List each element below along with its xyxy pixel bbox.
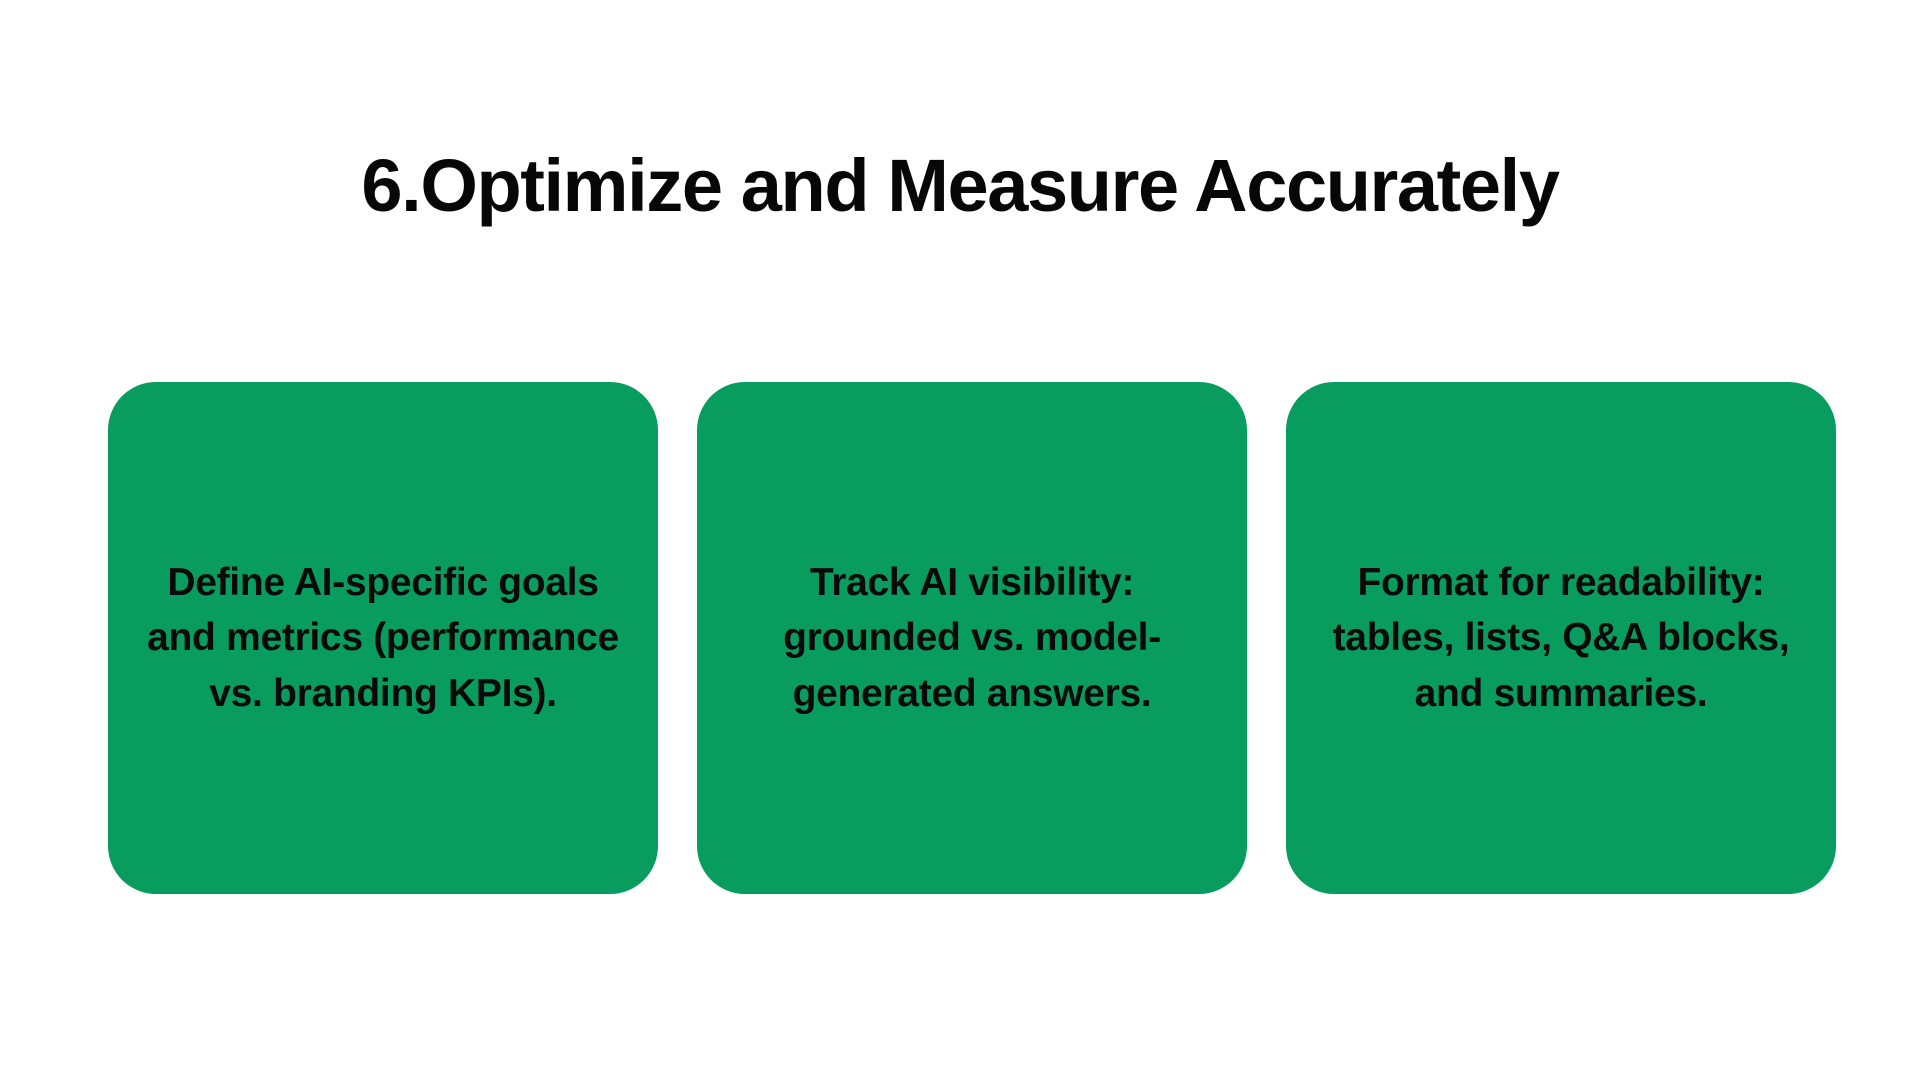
card-2[interactable]: Track AI visibility: grounded vs. model-… [697,382,1247,894]
page-title: 6.Optimize and Measure Accurately [361,143,1560,227]
card-3[interactable]: Format for readability: tables, lists, Q… [1286,382,1836,894]
card-1-text: Define AI-specific goals and metrics (pe… [147,560,619,715]
cards-row: Define AI-specific goals and metrics (pe… [108,382,1836,894]
card-1[interactable]: Define AI-specific goals and metrics (pe… [108,382,658,894]
card-3-text: Format for readability: tables, lists, Q… [1332,560,1790,715]
card-2-text: Track AI visibility: grounded vs. model-… [783,560,1161,715]
